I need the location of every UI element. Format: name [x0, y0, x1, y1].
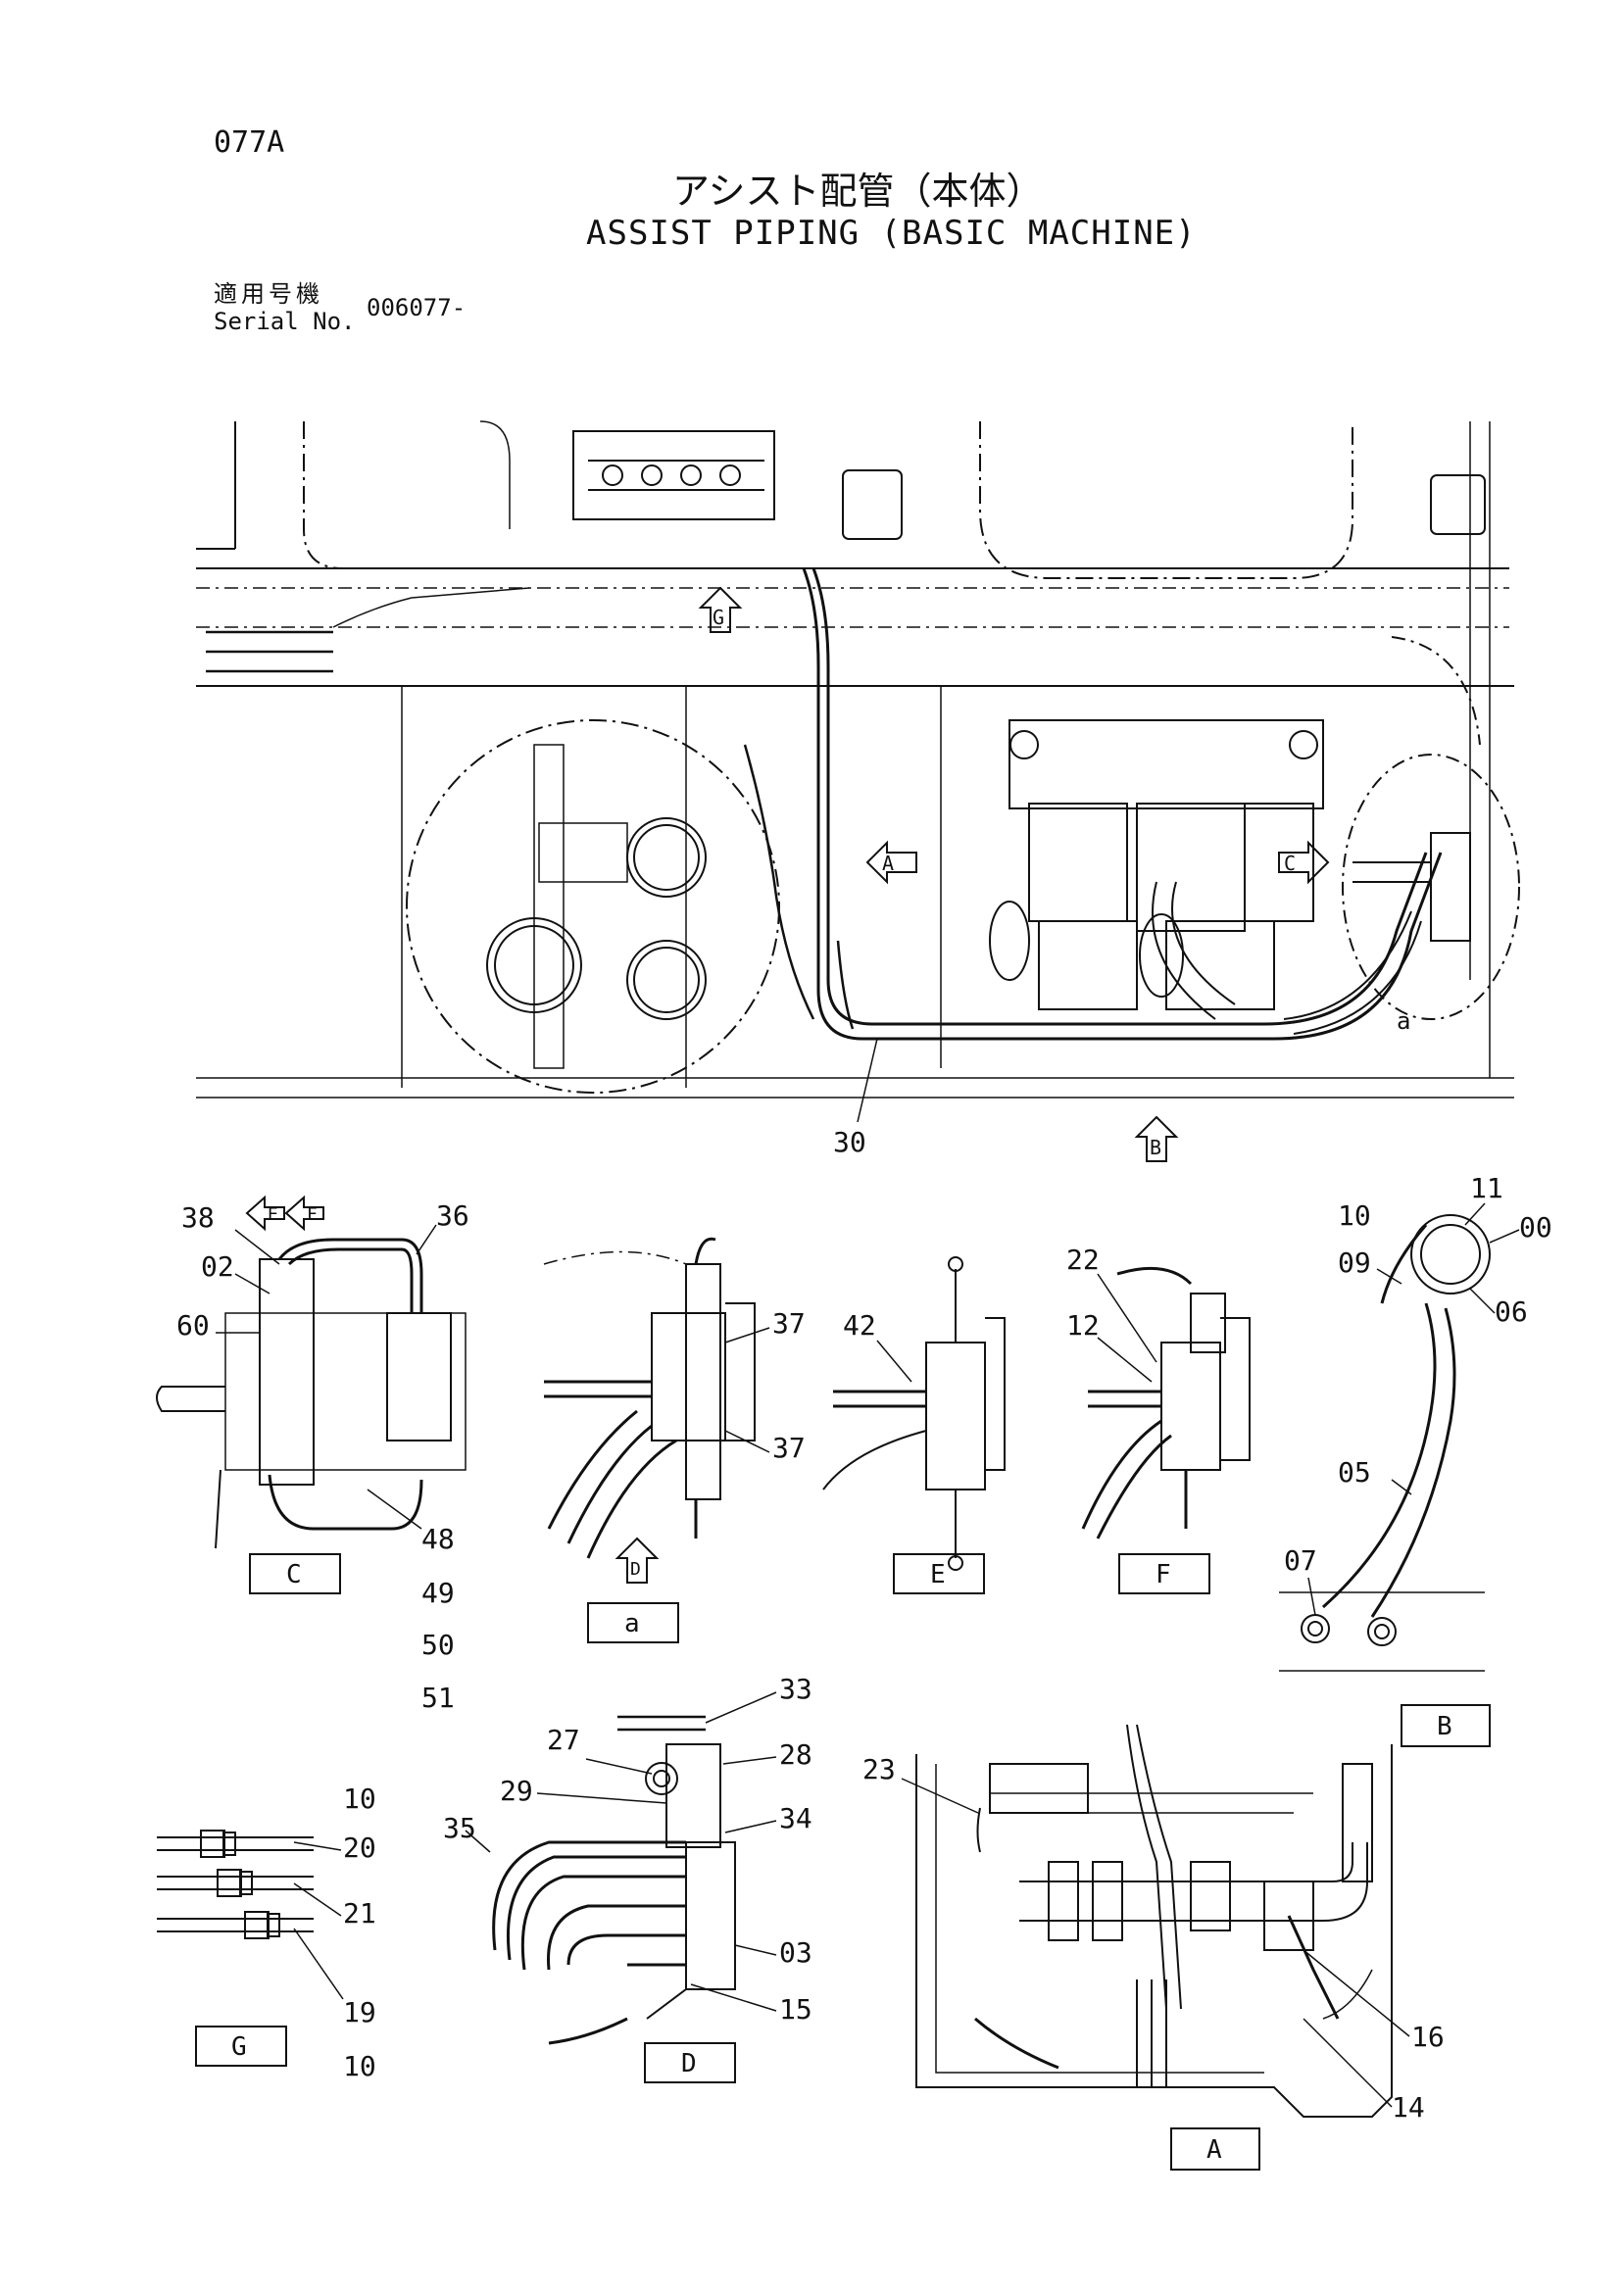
callout-30: 30 [833, 1126, 866, 1158]
callout-49: 49 [421, 1577, 455, 1609]
callout-12: 12 [1066, 1309, 1100, 1342]
callout-27: 27 [547, 1724, 580, 1756]
view-b: 11 00 10 09 06 05 07 B [1279, 1172, 1552, 1747]
serial-label-japanese: 適用号機 [214, 280, 323, 308]
callout-03: 03 [779, 1936, 812, 1969]
callout-48: 48 [421, 1523, 455, 1555]
arrow-b-label: B [1150, 1136, 1161, 1159]
view-a-small-label: a [624, 1609, 640, 1638]
callout-23: 23 [862, 1753, 896, 1785]
title-english: ASSIST PIPING (BASIC MACHINE) [586, 214, 1197, 253]
callout-00: 00 [1519, 1211, 1552, 1244]
callout-35: 35 [443, 1812, 476, 1844]
view-a-big: 23 16 14 A [862, 1724, 1445, 2171]
callout-06: 06 [1495, 1295, 1528, 1328]
view-e-label: E [930, 1560, 946, 1589]
title-japanese: アシスト配管（本体） [672, 170, 1044, 213]
callout-29: 29 [500, 1775, 533, 1807]
callout-09: 09 [1338, 1246, 1371, 1279]
callout-16: 16 [1411, 2021, 1445, 2053]
view-a-big-label: A [1206, 2135, 1222, 2165]
callout-50: 50 [421, 1629, 455, 1661]
callout-42: 42 [843, 1309, 876, 1342]
callout-20: 20 [343, 1832, 376, 1864]
callout-34: 34 [779, 1802, 812, 1834]
callout-37-top: 37 [772, 1307, 806, 1340]
view-e: 42 E [822, 1256, 1006, 1594]
callout-g-10-top: 10 [343, 1783, 376, 1815]
serial-label-english: Serial No. [214, 308, 356, 335]
callout-02: 02 [201, 1250, 234, 1283]
serial-number-value: 006077- [367, 294, 467, 321]
callout-19: 19 [343, 1996, 376, 2028]
callout-14: 14 [1392, 2091, 1425, 2124]
callout-07: 07 [1284, 1544, 1317, 1577]
callout-05: 05 [1338, 1456, 1371, 1489]
callout-51: 51 [421, 1682, 455, 1714]
callout-21: 21 [343, 1897, 376, 1930]
view-c-label: C [286, 1560, 302, 1589]
callout-37-bottom: 37 [772, 1432, 806, 1464]
arrow-c-label: C [1284, 852, 1296, 875]
callout-15: 15 [779, 1993, 812, 2026]
view-c: E F 38 02 60 36 48 49 50 51 C [156, 1195, 469, 1714]
view-d: 33 27 28 29 34 35 03 15 D [443, 1673, 812, 2083]
callout-28: 28 [779, 1738, 812, 1771]
view-d-label: D [681, 2049, 697, 2078]
arrow-a-label: A [882, 852, 894, 875]
callout-22: 22 [1066, 1244, 1100, 1276]
callout-g-10-bottom: 10 [343, 2050, 376, 2082]
view-g: 10 20 21 19 10 G [157, 1783, 376, 2082]
callout-11: 11 [1470, 1172, 1503, 1204]
view-a-marker: a [1397, 1007, 1410, 1035]
view-f: 22 12 F [1066, 1244, 1251, 1594]
arrow-g-label: G [713, 606, 724, 629]
main-view: G A C B 30 a [196, 420, 1520, 1162]
callout-33: 33 [779, 1673, 812, 1705]
view-b-label: B [1437, 1712, 1452, 1741]
callout-36: 36 [436, 1199, 469, 1232]
arrow-e-label: E [268, 1204, 278, 1225]
view-f-label: F [1156, 1560, 1171, 1589]
arrow-d-label: D [630, 1559, 641, 1580]
drawing-code: 077A [214, 125, 285, 160]
view-a-small: D 37 37 a [543, 1237, 806, 1643]
callout-38: 38 [181, 1201, 215, 1234]
callout-10: 10 [1338, 1199, 1371, 1232]
view-g-label: G [231, 2032, 247, 2062]
arrow-f-label: F [307, 1204, 318, 1225]
callout-60: 60 [176, 1309, 210, 1342]
